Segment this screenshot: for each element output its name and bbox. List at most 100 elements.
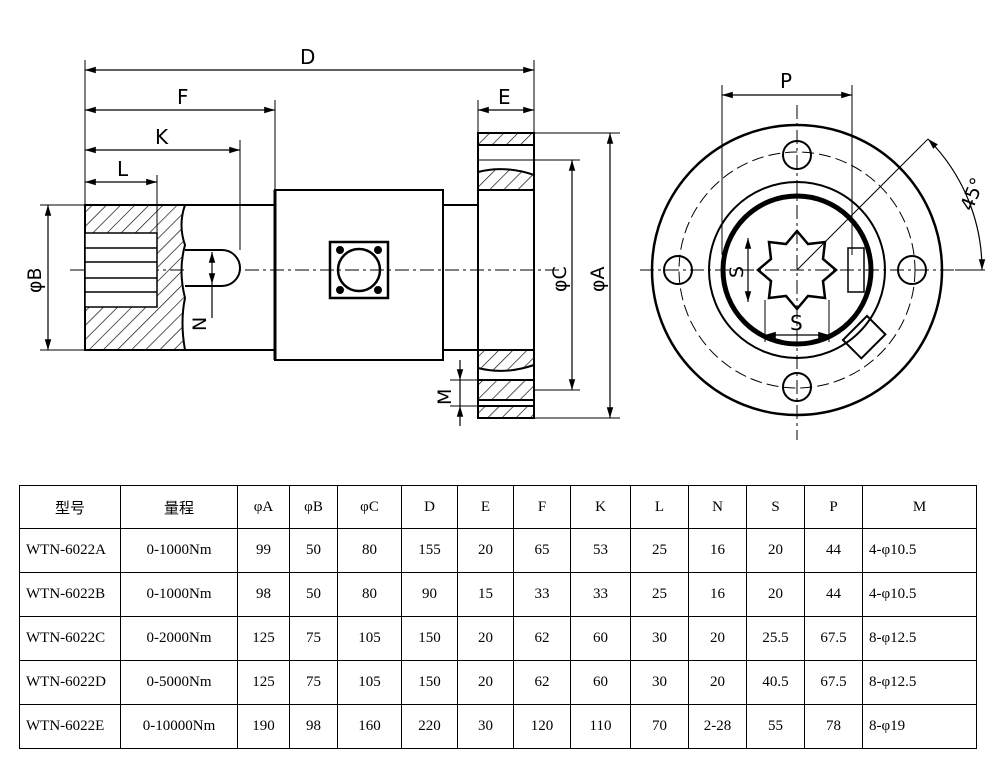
cell-phiA: 99 xyxy=(237,528,290,573)
flange-section xyxy=(477,132,535,419)
angle-label-45: 45° xyxy=(956,174,989,213)
cell-F: 62 xyxy=(513,616,571,661)
cell-phiB: 75 xyxy=(289,616,338,661)
angled-connector xyxy=(841,314,887,360)
cell-range: 0-2000Nm xyxy=(120,616,238,661)
cell-model: WTN-6022B xyxy=(19,572,121,617)
cell-M: 4-φ10.5 xyxy=(862,528,977,573)
spec-table: 型号 量程 φA φB φC D E F K L N S P M WTN-602… xyxy=(19,485,977,749)
dim-label-K: K xyxy=(155,125,169,149)
cell-F: 62 xyxy=(513,660,571,705)
cell-L: 30 xyxy=(630,660,689,705)
cell-E: 20 xyxy=(457,528,514,573)
cell-K: 60 xyxy=(570,616,631,661)
cell-range: 0-10000Nm xyxy=(120,704,238,749)
end-view-labels: P S S 45° xyxy=(726,69,989,335)
technical-drawing: D F K L E φB φC φA N M xyxy=(24,45,989,440)
table-header-row: 型号 量程 φA φB φC D E F K L N S P M xyxy=(19,485,977,529)
dim-label-S-vertical: S xyxy=(726,266,748,278)
cell-N: 16 xyxy=(688,572,747,617)
cell-phiC: 105 xyxy=(337,616,402,661)
col-header-phiB: φB xyxy=(289,485,338,529)
left-shaft-section xyxy=(84,204,275,351)
col-header-F: F xyxy=(513,485,571,529)
cell-D: 155 xyxy=(401,528,458,573)
cell-range: 0-1000Nm xyxy=(120,528,238,573)
shaft-bore xyxy=(720,193,874,347)
cell-L: 25 xyxy=(630,572,689,617)
cell-D: 220 xyxy=(401,704,458,749)
cell-F: 120 xyxy=(513,704,571,749)
side-view xyxy=(40,60,620,426)
cell-model: WTN-6022C xyxy=(19,616,121,661)
cell-K: 60 xyxy=(570,660,631,705)
cell-P: 67.5 xyxy=(804,616,863,661)
col-header-D: D xyxy=(401,485,458,529)
cell-model: WTN-6022A xyxy=(19,528,121,573)
dim-label-S-horizontal: S xyxy=(790,311,803,335)
dim-label-phiC: φC xyxy=(549,266,571,292)
dim-label-N: N xyxy=(189,317,211,331)
col-header-E: E xyxy=(457,485,514,529)
cell-L: 30 xyxy=(630,616,689,661)
cell-N: 20 xyxy=(688,616,747,661)
col-header-K: K xyxy=(570,485,631,529)
col-header-N: N xyxy=(688,485,747,529)
cell-E: 30 xyxy=(457,704,514,749)
cell-E: 20 xyxy=(457,616,514,661)
col-header-model: 型号 xyxy=(19,485,121,529)
cell-S: 40.5 xyxy=(746,660,805,705)
bolt-hole-left xyxy=(663,255,693,285)
star-spline xyxy=(756,229,838,311)
cell-model: WTN-6022D xyxy=(19,660,121,705)
cell-phiA: 125 xyxy=(237,660,290,705)
cell-phiB: 98 xyxy=(289,704,338,749)
outer-flange xyxy=(650,123,944,417)
cell-L: 70 xyxy=(630,704,689,749)
cell-P: 67.5 xyxy=(804,660,863,705)
cell-D: 90 xyxy=(401,572,458,617)
cell-S: 55 xyxy=(746,704,805,749)
dim-label-D: D xyxy=(300,45,315,69)
cell-S: 20 xyxy=(746,572,805,617)
connector xyxy=(328,240,390,300)
cell-phiB: 50 xyxy=(289,528,338,573)
cell-K: 33 xyxy=(570,572,631,617)
cell-N: 2-28 xyxy=(688,704,747,749)
cell-N: 20 xyxy=(688,660,747,705)
cell-P: 44 xyxy=(804,528,863,573)
cell-phiC: 80 xyxy=(337,528,402,573)
cell-phiC: 80 xyxy=(337,572,402,617)
bolt-circle xyxy=(678,151,916,389)
col-header-M: M xyxy=(862,485,977,529)
dim-label-F: F xyxy=(177,85,189,109)
cell-L: 25 xyxy=(630,528,689,573)
side-view-labels: D F K L E φB φC φA N M xyxy=(24,45,609,405)
cell-M: 8-φ12.5 xyxy=(862,660,977,705)
cell-phiB: 75 xyxy=(289,660,338,705)
cell-F: 65 xyxy=(513,528,571,573)
cell-K: 53 xyxy=(570,528,631,573)
cell-P: 78 xyxy=(804,704,863,749)
cell-D: 150 xyxy=(401,616,458,661)
cell-model: WTN-6022E xyxy=(19,704,121,749)
cell-range: 0-1000Nm xyxy=(120,572,238,617)
cell-E: 20 xyxy=(457,660,514,705)
cell-phiA: 98 xyxy=(237,572,290,617)
cell-E: 15 xyxy=(457,572,514,617)
dim-label-phiA: φA xyxy=(587,266,609,292)
dim-label-L: L xyxy=(117,157,129,181)
col-header-P: P xyxy=(804,485,863,529)
col-header-S: S xyxy=(746,485,805,529)
bolt-hole-bottom xyxy=(782,372,812,402)
end-view xyxy=(640,85,986,440)
dim-label-P: P xyxy=(780,69,792,93)
cell-P: 44 xyxy=(804,572,863,617)
cell-S: 25.5 xyxy=(746,616,805,661)
col-header-range: 量程 xyxy=(120,485,238,529)
